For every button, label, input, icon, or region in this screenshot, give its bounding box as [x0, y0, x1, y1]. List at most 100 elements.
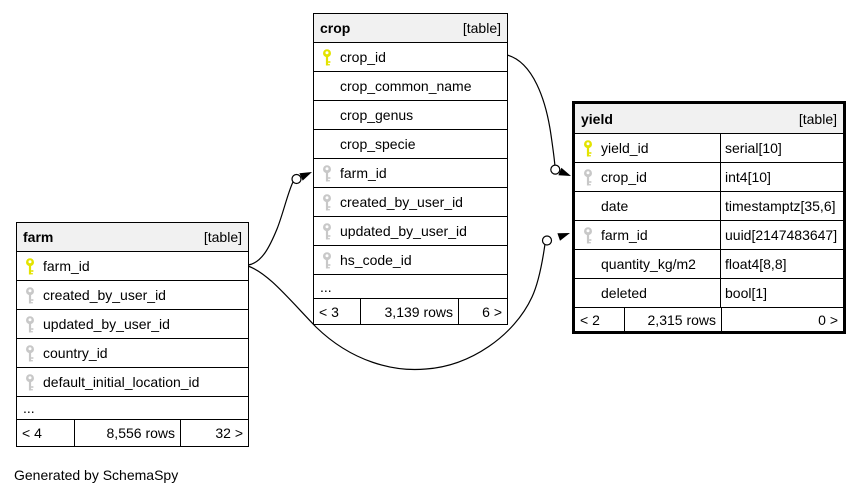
column-name: crop_specie [340, 136, 416, 152]
foreign-key-icon [575, 226, 601, 244]
column-type: int4[10] [720, 163, 843, 191]
foreign-key-icon [575, 168, 601, 186]
relationship-arrow-crop-yield [558, 167, 571, 176]
children-count: 6 > [458, 299, 507, 324]
column-name: country_id [43, 345, 108, 361]
foreign-key-icon [314, 222, 340, 240]
foreign-key-icon [314, 251, 340, 269]
primary-key-icon [575, 139, 601, 157]
children-count: 0 > [721, 308, 843, 331]
relationship-circle-crop-yield [550, 164, 561, 175]
column-type: serial[10] [720, 134, 843, 162]
relationship-circle-farm-yield [541, 235, 553, 246]
foreign-key-icon [314, 193, 340, 211]
column-name: quantity_kg/m2 [601, 256, 696, 272]
generator-note: Generated by SchemaSpy [14, 467, 179, 483]
column-row: default_initial_location_id [17, 367, 248, 396]
parents-count: < 4 [22, 425, 42, 441]
column-name: default_initial_location_id [43, 374, 200, 390]
ellipsis-row: ... [17, 396, 248, 419]
column-name-cell: quantity_kg/m2 [575, 250, 720, 278]
column-row: crop_genus [314, 100, 507, 129]
table-type-badge: [table] [203, 229, 242, 245]
foreign-key-icon [17, 373, 43, 391]
column-name: farm_id [340, 165, 387, 181]
column-row: updated_by_user_id [17, 309, 248, 338]
column-row: crop_id int4[10] [575, 162, 843, 191]
column-type: float4[8,8] [720, 250, 843, 278]
column-name: date [601, 198, 629, 214]
column-type: bool[1] [720, 279, 843, 307]
table-footer: < 3 3,139 rows 6 > [314, 298, 507, 324]
column-row: created_by_user_id [314, 187, 507, 216]
column-type: timestamptz[35,6] [720, 192, 843, 220]
column-name: created_by_user_id [43, 287, 166, 303]
table-footer: < 2 2,315 rows 0 > [575, 307, 843, 331]
foreign-key-icon [17, 315, 43, 333]
column-name: crop_id [601, 169, 647, 185]
column-row: country_id [17, 338, 248, 367]
column-type: uuid[2147483647] [720, 221, 843, 249]
column-name: crop_genus [340, 107, 414, 123]
column-row: date timestamptz[35,6] [575, 191, 843, 220]
column-name: updated_by_user_id [340, 223, 467, 239]
column-name: farm_id [601, 227, 648, 243]
primary-key-icon [314, 48, 340, 66]
foreign-key-icon [314, 164, 340, 182]
relationship-arrow-farm-crop [299, 172, 312, 181]
column-row: crop_specie [314, 129, 507, 158]
ellipsis-row: ... [314, 274, 507, 298]
relationship-arrow-farm-yield [557, 233, 570, 241]
column-name-cell: crop_id [575, 163, 720, 191]
column-name: yield_id [601, 140, 649, 156]
column-name: crop_id [340, 49, 386, 65]
column-row: crop_common_name [314, 71, 507, 100]
column-row: created_by_user_id [17, 280, 248, 309]
table-type-badge: [table] [798, 110, 837, 127]
column-name-cell: date [575, 192, 720, 220]
column-name: updated_by_user_id [43, 316, 170, 332]
column-name: deleted [601, 285, 647, 301]
parents-count: < 2 [580, 311, 600, 328]
column-row: deleted bool[1] [575, 278, 843, 307]
children-count: 32 > [180, 420, 248, 446]
table-footer: < 4 8,556 rows 32 > [17, 419, 248, 446]
parents-count: < 3 [319, 303, 339, 320]
table-crop[interactable]: crop [table] crop_id crop_common_name cr… [313, 13, 508, 325]
row-count: 3,139 rows [360, 299, 458, 324]
table-title: farm [23, 229, 54, 245]
relationship-line-farm-yield [247, 243, 546, 371]
relationship-circle-farm-crop [291, 173, 302, 185]
table-farm[interactable]: farm [table] farm_id created_by_user_id … [16, 222, 249, 447]
column-name-cell: farm_id [575, 221, 720, 249]
row-count: 2,315 rows [624, 308, 721, 331]
table-title: yield [581, 110, 613, 127]
column-name: hs_code_id [340, 252, 412, 268]
column-name-cell: yield_id [575, 134, 720, 162]
column-name-cell: deleted [575, 279, 720, 307]
foreign-key-icon [17, 286, 43, 304]
table-header: farm [table] [17, 223, 248, 251]
column-row: hs_code_id [314, 245, 507, 274]
column-row: yield_id serial[10] [575, 133, 843, 162]
column-name: crop_common_name [340, 78, 472, 94]
column-row: updated_by_user_id [314, 216, 507, 245]
table-header: yield [table] [575, 104, 843, 133]
foreign-key-icon [17, 344, 43, 362]
primary-key-icon [17, 257, 43, 275]
column-row: crop_id [314, 42, 507, 71]
column-name: farm_id [43, 258, 90, 274]
table-type-badge: [table] [462, 20, 501, 36]
column-row: farm_id uuid[2147483647] [575, 220, 843, 249]
column-row: farm_id [17, 251, 248, 280]
column-row: quantity_kg/m2 float4[8,8] [575, 249, 843, 278]
column-name: created_by_user_id [340, 194, 463, 210]
table-yield[interactable]: yield [table] yield_id serial[10] crop_i… [572, 101, 846, 334]
table-header: crop [table] [314, 14, 507, 42]
column-row: farm_id [314, 158, 507, 187]
relationship-line-crop-yield [506, 54, 556, 168]
table-title: crop [320, 20, 351, 36]
relationship-line-farm-crop [247, 181, 294, 266]
